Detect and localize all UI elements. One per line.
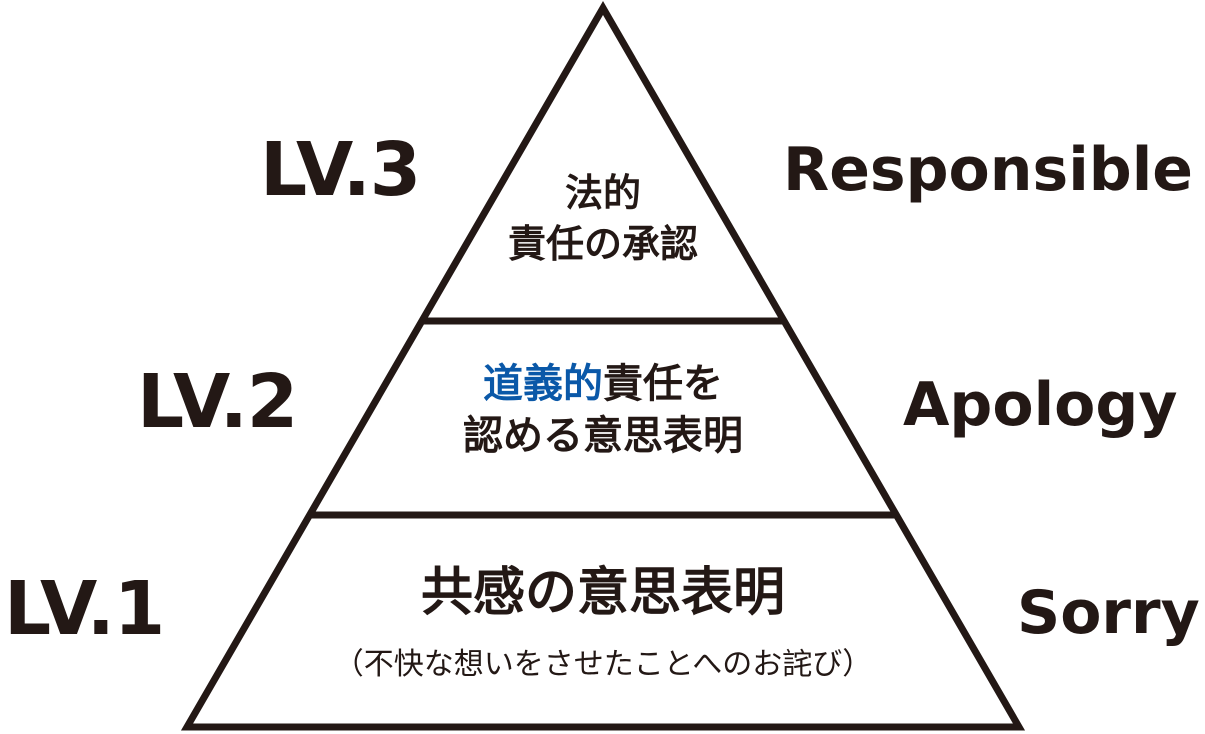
english-label-responsible: Responsible [783,135,1193,205]
tier-lv1-note: （不快な想いをさせたことへのお詫び） [333,647,873,682]
tier-lv2-line2: 認める意思表明 [463,413,743,459]
tier-lv3-text: 法的 責任の承認 [453,168,753,271]
english-label-sorry: Sorry [1017,578,1200,648]
tier-lv2-line1: 道義的責任を [403,358,803,410]
level-label-lv1: LV.1 [4,566,165,652]
english-label-apology: Apology [903,370,1178,440]
level-label-lv3: LV.3 [260,127,421,213]
tier-lv2-text: 道義的責任を 認める意思表明 [403,358,803,462]
tier-lv1-title: 共感の意思表明 [420,563,785,623]
level-label-lv2: LV.2 [137,359,298,445]
moral-highlight: 道義的 [483,361,603,407]
tier-lv2-line1-rest: 責任を [603,361,723,407]
tier-lv3-line1: 法的 [564,171,641,215]
tier-lv3-line2: 責任の承認 [507,222,698,267]
pyramid-outline [180,1,1026,731]
